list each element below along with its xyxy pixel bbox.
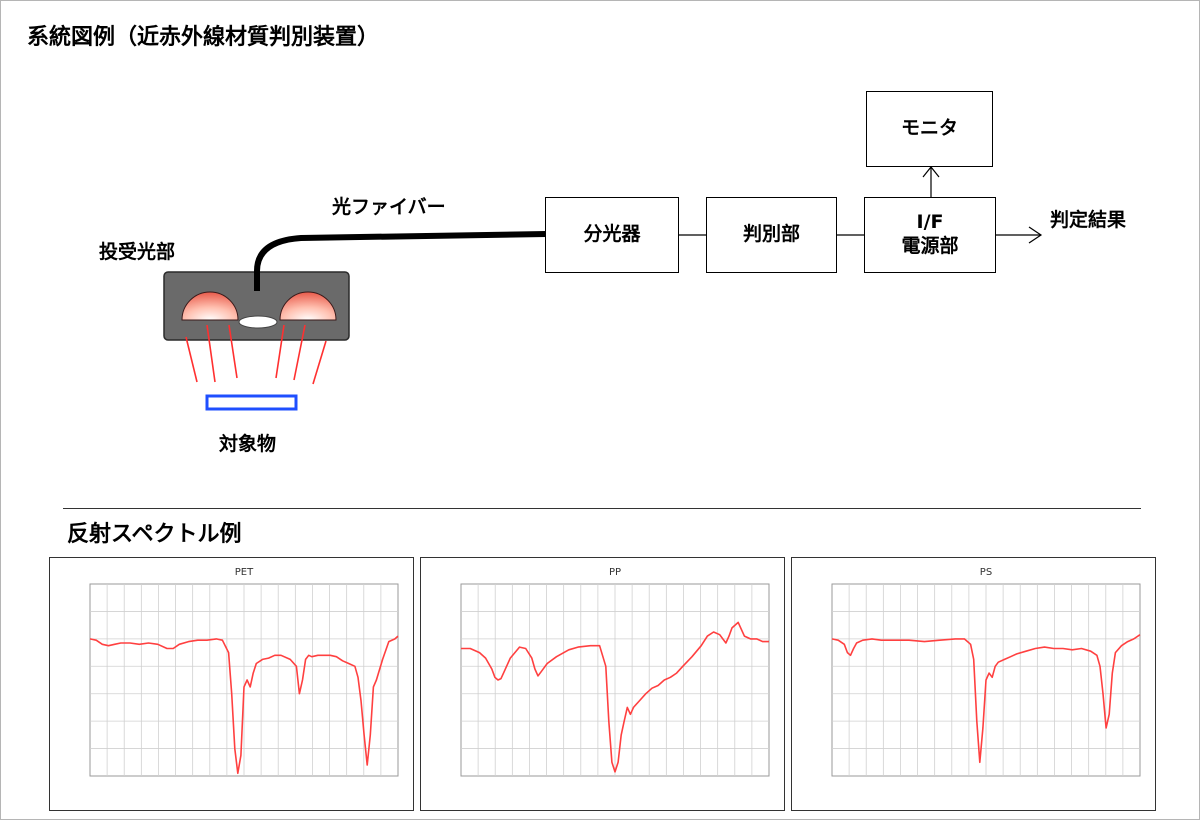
target-object	[205, 394, 298, 411]
fiber-label: 光ファイバー	[332, 196, 446, 218]
sensor-receiver-lens	[238, 315, 278, 329]
spectrum-chart-ps: PS	[831, 567, 1141, 777]
judge-box-label: 判別部	[742, 223, 800, 246]
if-box-label-line2: 電源部	[901, 235, 959, 257]
spectrum-panel-pet: PET	[49, 557, 414, 811]
monitor-box-label: モニタ	[900, 117, 958, 140]
spectrum-series-line	[831, 634, 1141, 764]
spectrum-series-line	[89, 635, 399, 775]
chart-title: PP	[609, 567, 621, 578]
sensor-label: 投受光部	[99, 241, 176, 263]
spectrometer-box-label: 分光器	[583, 223, 641, 246]
system-diagram-title: 系統図例（近赤外線材質判別装置）	[27, 25, 380, 50]
arrow-head-result	[1028, 226, 1043, 244]
object-label: 対象物	[219, 433, 277, 455]
spectrum-chart-pet: PET	[89, 567, 399, 777]
chart-title: PS	[980, 567, 992, 578]
system-diagram	[163, 166, 1043, 411]
judge-box: 判別部	[706, 197, 837, 273]
section-divider	[63, 508, 1141, 509]
spectrometer-box: 分光器	[545, 197, 679, 273]
if-box-label-line1: I/F	[916, 211, 944, 234]
if-power-box: I/F 電源部	[864, 197, 996, 273]
light-rays	[185, 324, 327, 385]
arrow-head-monitor	[922, 166, 940, 178]
sensor-lamp-right	[279, 291, 337, 321]
sensor-lamp-left	[181, 291, 239, 321]
chart-title: PET	[235, 567, 254, 578]
optical-fiber	[254, 231, 547, 291]
monitor-box: モニタ	[866, 91, 993, 167]
spectrum-panel-ps: PS	[791, 557, 1156, 811]
result-label: 判定結果	[1050, 209, 1127, 231]
spectrum-series-line	[461, 621, 769, 773]
spectrum-panel-pp: PP	[420, 557, 785, 811]
spectrum-section-title: 反射スペクトル例	[67, 522, 242, 547]
spectrum-chart-pp: PP	[460, 567, 770, 777]
